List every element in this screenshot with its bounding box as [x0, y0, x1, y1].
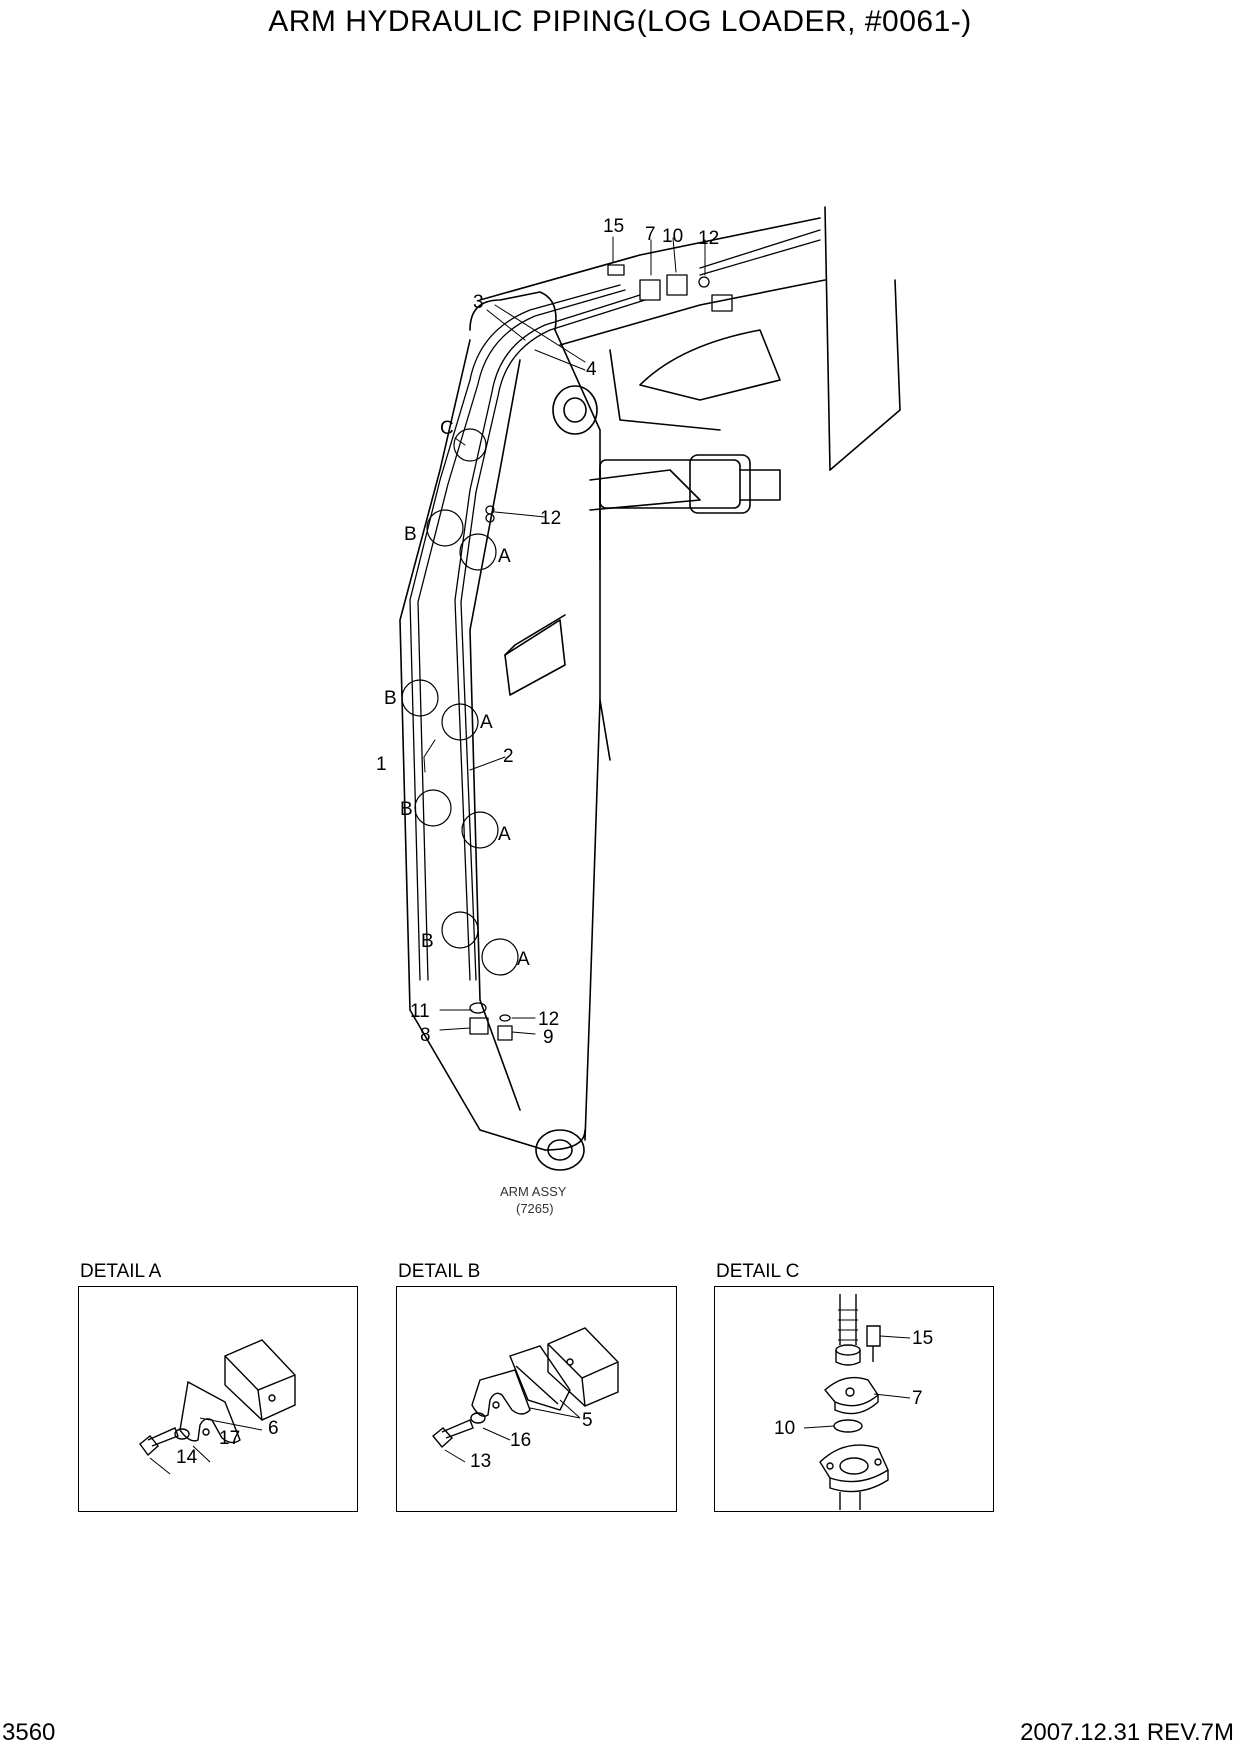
callout-3: 3	[473, 292, 484, 313]
callout-8: 8	[420, 1025, 431, 1046]
detail-a-box	[78, 1286, 358, 1512]
callout-15: 15	[603, 216, 624, 237]
detail-a-labels: 6 17 14	[176, 1418, 279, 1468]
callout-1: 1	[376, 754, 387, 775]
detail-c-box	[714, 1286, 994, 1512]
revision-date: 2007.12.31 REV.7M	[1020, 1719, 1234, 1746]
detail-a-callout-17: 17	[219, 1428, 240, 1449]
clamp-markers	[401, 428, 519, 976]
detail-c-title: DETAIL C	[716, 1261, 800, 1282]
callout-b-4: B	[421, 931, 434, 952]
callout-b-1: B	[404, 524, 417, 545]
arm-assy-name: ARM ASSY	[500, 1184, 567, 1199]
callout-a-2: A	[480, 712, 493, 733]
detail-b-callout-16: 16	[510, 1430, 531, 1451]
callout-a-1: A	[498, 546, 511, 567]
callout-b-2: B	[384, 688, 397, 709]
leader-lines	[423, 236, 706, 1035]
callout-12-top: 12	[698, 228, 719, 249]
callout-12-mid: 12	[540, 508, 561, 529]
detail-c-labels: 15 7 10	[774, 1328, 933, 1439]
detail-c-art	[803, 1294, 911, 1510]
detail-a-art	[139, 1339, 296, 1475]
detail-b-callout-13: 13	[470, 1451, 491, 1472]
detail-b-title: DETAIL B	[398, 1261, 481, 1282]
detail-c-callout-10: 10	[774, 1418, 795, 1439]
callout-11: 11	[410, 1001, 430, 1022]
callout-a-4: A	[517, 949, 530, 970]
arm-assy-label: ARM ASSY (7265)	[500, 1184, 567, 1216]
callout-12-bottom: 12	[538, 1009, 559, 1030]
hydraulic-pipes	[409, 229, 821, 981]
page-title: ARM HYDRAULIC PIPING(LOG LOADER, #0061-)	[268, 5, 972, 38]
callout-a-3: A	[498, 824, 511, 845]
detail-c-callout-7: 7	[912, 1388, 923, 1409]
callout-2: 2	[503, 746, 514, 767]
page-number: 3560	[2, 1719, 56, 1746]
arm-assy-number: (7265)	[516, 1201, 554, 1216]
callout-7: 7	[645, 224, 656, 245]
detail-b-callout-5: 5	[582, 1410, 593, 1431]
callout-c: C	[440, 418, 454, 439]
arm-outline	[399, 291, 611, 1171]
detail-b-box	[396, 1286, 677, 1512]
callout-9: 9	[543, 1027, 554, 1048]
detail-b-labels: 5 16 13	[470, 1410, 593, 1472]
detail-b-art	[432, 1327, 619, 1463]
callout-labels: 15 7 10 12 3 4 C 12 B A B A 1 2 B A B A …	[376, 216, 719, 1048]
callout-b-3: B	[400, 799, 413, 820]
detail-a-callout-6: 6	[268, 1418, 279, 1439]
detail-c-callout-15: 15	[912, 1328, 933, 1349]
bottom-fittings	[469, 1002, 513, 1041]
detail-a-title: DETAIL A	[80, 1261, 162, 1282]
callout-4: 4	[586, 359, 597, 380]
top-fittings	[485, 264, 733, 523]
detail-a-callout-14: 14	[176, 1447, 198, 1468]
callout-10: 10	[662, 226, 683, 247]
boom-body	[479, 206, 901, 514]
